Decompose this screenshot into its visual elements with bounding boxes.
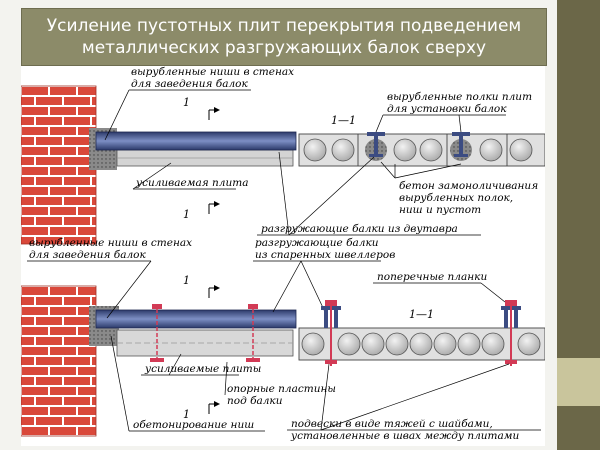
label-cut-shelves-2: для установки балок	[387, 103, 507, 115]
hollow-cores-top	[303, 138, 533, 162]
slide-title: Усиление пустотных плит перекрытия подве…	[21, 8, 547, 66]
label-niches-bottom-2: для заведения балок	[29, 249, 146, 261]
label-niches-top-1: вырубленные ниши в стенах	[131, 66, 294, 78]
bottom-section-view: поперечные планки 1—1	[287, 271, 546, 442]
hanger-bolt-1	[150, 304, 164, 362]
top-longitudinal-view: 1 1 вырубленные ниши в стенах для заведе…	[20, 66, 297, 245]
label-concrete-1: бетон замоноличивания	[399, 180, 538, 192]
label-ibeam: разгружающие балки из двутавра	[261, 223, 458, 235]
label-cut-shelves-1: вырубленные полки плит	[387, 91, 532, 103]
decorative-side-bar	[557, 0, 600, 450]
label-niches-bottom-1: вырубленные ниши в стенах	[29, 237, 192, 249]
title-line-1: Усиление пустотных плит перекрытия подве…	[46, 16, 522, 36]
ibeam-section-top-2	[450, 132, 472, 161]
channel-section-2	[501, 300, 521, 366]
section-mark-top-1: 1	[183, 96, 190, 109]
bottom-longitudinal-view: 1 1 вырубленные ниши в стенах для заведе…	[20, 237, 395, 437]
label-plates-1: опорные пластины	[227, 383, 336, 395]
title-line-2: металлических разгружающих балок сверху	[81, 38, 487, 58]
brick-wall-bottom	[20, 285, 97, 437]
label-concrete-3: ниш и пустот	[399, 204, 481, 216]
label-reinforced-slabs: усиливаемые плиты	[144, 363, 261, 375]
label-hangers-1: подвески в виде тяжей с шайбами,	[291, 418, 493, 430]
label-paired-1: разгружающие балки	[255, 237, 379, 249]
ibeam-top	[95, 131, 297, 151]
channel-beam-bottom	[95, 309, 297, 329]
diagram-panel: 1 1 вырубленные ниши в стенах для заведе…	[20, 66, 546, 446]
section-title-top: 1—1	[331, 114, 356, 127]
section-mark-bottom-2: 1	[183, 408, 190, 421]
top-section-view: 1—1	[257, 91, 546, 236]
label-paired-2: из спаренных швеллеров	[255, 249, 395, 261]
label-concrete-2: вырубленных полок,	[399, 192, 513, 204]
section-mark-bottom-1: 1	[183, 274, 190, 287]
brick-wall-top	[20, 85, 97, 245]
section-mark-top-2: 1	[183, 208, 190, 221]
ibeam-section-top-1	[365, 132, 387, 161]
hollow-cores-bottom	[301, 332, 541, 356]
label-hangers-2: установленные в швах между плитами	[290, 430, 519, 442]
label-cross-bars: поперечные планки	[377, 271, 487, 283]
section-title-bottom: 1—1	[409, 308, 434, 321]
hanger-bolt-2	[246, 304, 260, 362]
label-niches-top-2: для заведения балок	[131, 78, 248, 90]
channel-section-1	[321, 300, 341, 366]
reinforcement-diagram: 1 1 вырубленные ниши в стенах для заведе…	[20, 66, 546, 442]
label-plates-2: под балки	[227, 395, 283, 407]
label-concreting: обетонирование ниш	[133, 419, 254, 431]
label-reinforced-slab: усиливаемая плита	[135, 177, 248, 189]
